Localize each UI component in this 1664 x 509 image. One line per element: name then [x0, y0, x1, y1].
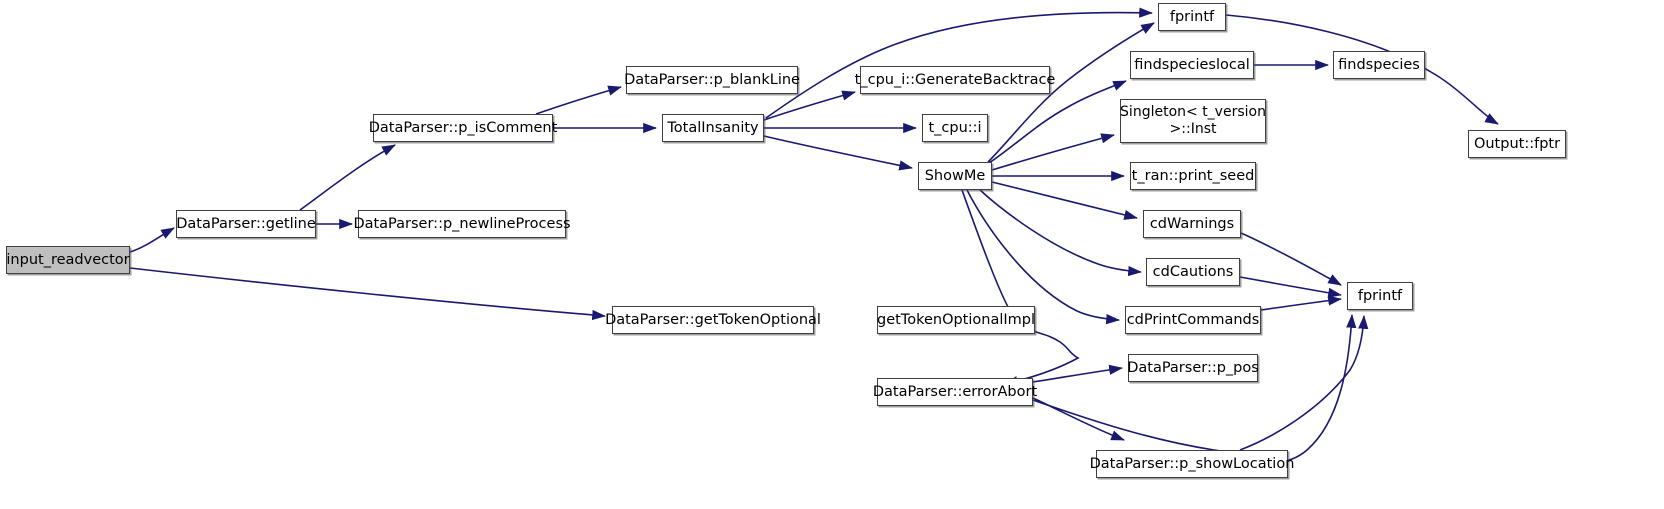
graph-node-print_seed[interactable]: t_ran::print_seed: [1130, 162, 1256, 190]
graph-node-p_isComment[interactable]: DataParser::p_isComment: [369, 114, 557, 142]
graph-node-GenerateBacktrace[interactable]: t_cpu_i::GenerateBacktrace: [855, 66, 1055, 94]
graph-node-label: DataParser::p_newlineProcess: [353, 215, 571, 232]
graph-node-p_showLocation[interactable]: DataParser::p_showLocation: [1090, 450, 1294, 478]
graph-node-label: findspecieslocal: [1134, 56, 1250, 73]
graph-node-label: input_readvector: [6, 251, 130, 268]
graph-node-label: DataParser::getline: [176, 215, 316, 232]
graph-node-TotalInsanity[interactable]: TotalInsanity: [662, 114, 764, 142]
graph-node-label: DataParser::p_blankLine: [624, 71, 800, 88]
graph-node-p_blankLine[interactable]: DataParser::p_blankLine: [624, 66, 800, 94]
graph-node-label: findspecies: [1338, 56, 1420, 73]
graph-node-Output_fptr[interactable]: Output::fptr: [1468, 130, 1566, 158]
graph-node-p_newlineProcess[interactable]: DataParser::p_newlineProcess: [353, 210, 571, 238]
graph-node-label: ShowMe: [924, 167, 986, 184]
graph-node-findspecieslocal[interactable]: findspecieslocal: [1130, 51, 1254, 79]
graph-node-label: t_cpu::i: [928, 119, 982, 136]
graph-node-singleton_inst[interactable]: Singleton< t_version >::Inst: [1120, 99, 1266, 143]
graph-node-label: cdPrintCommands: [1126, 311, 1260, 328]
graph-node-getTokenOptionalImpl[interactable]: getTokenOptionalImpl: [877, 306, 1035, 334]
graph-node-findspecies[interactable]: findspecies: [1333, 51, 1425, 79]
graph-node-label: Singleton< t_version >::Inst: [1120, 103, 1266, 138]
graph-node-label: cdWarnings: [1149, 215, 1235, 232]
graph-node-label: DataParser::p_showLocation: [1089, 455, 1295, 472]
graph-node-label: DataParser::p_pos: [1127, 359, 1259, 376]
graph-node-label: DataParser::getTokenOptional: [605, 311, 821, 328]
graph-node-label: t_cpu_i::GenerateBacktrace: [854, 71, 1056, 88]
graph-node-label: t_ran::print_seed: [1131, 167, 1255, 184]
graph-node-getTokenOptional[interactable]: DataParser::getTokenOptional: [605, 306, 821, 334]
graph-node-cdWarnings[interactable]: cdWarnings: [1143, 210, 1241, 238]
graph-node-label: DataParser::p_isComment: [368, 119, 558, 136]
graph-node-t_cpu_i[interactable]: t_cpu::i: [922, 114, 988, 142]
graph-node-input_readvector[interactable]: input_readvector: [6, 246, 130, 274]
graph-node-cdPrintCommands[interactable]: cdPrintCommands: [1125, 306, 1261, 334]
graph-node-label: Output::fptr: [1473, 135, 1561, 152]
graph-node-label: DataParser::errorAbort: [872, 383, 1038, 400]
graph-node-label: fprintf: [1169, 8, 1215, 25]
graph-node-getline[interactable]: DataParser::getline: [176, 210, 316, 238]
graph-node-fprintf_mid[interactable]: fprintf: [1347, 282, 1413, 310]
graph-node-label: getTokenOptionalImpl: [877, 311, 1036, 328]
graph-node-label: fprintf: [1357, 287, 1403, 304]
graph-node-errorAbort[interactable]: DataParser::errorAbort: [873, 378, 1037, 406]
graph-node-fprintf_top[interactable]: fprintf: [1158, 3, 1226, 31]
graph-node-cdCautions[interactable]: cdCautions: [1146, 258, 1240, 286]
graph-node-label: TotalInsanity: [667, 119, 759, 136]
graph-node-p_pos[interactable]: DataParser::p_pos: [1127, 354, 1259, 382]
graph-node-label: cdCautions: [1152, 263, 1234, 280]
graph-node-ShowMe[interactable]: ShowMe: [918, 162, 992, 190]
